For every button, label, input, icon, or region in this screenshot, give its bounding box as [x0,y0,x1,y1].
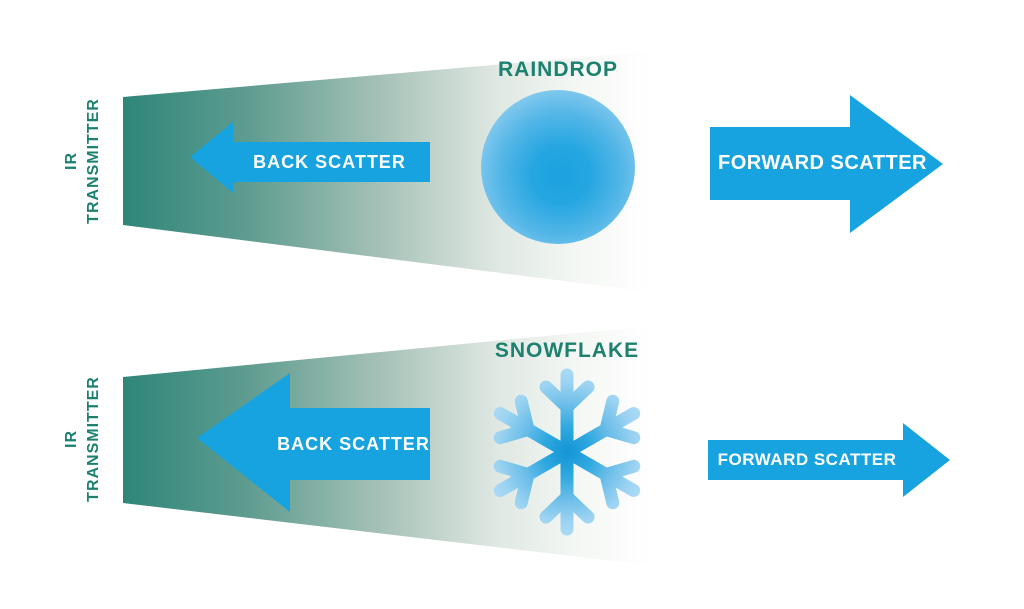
snowflake-icon [493,368,641,536]
forward-scatter-label: FORWARD SCATTER [717,450,897,469]
back-scatter-label: BACK SCATTER [277,434,430,454]
forward-scatter-arrow-raindrop: FORWARD SCATTER [710,95,943,233]
ir-transmitter-label: IR TRANSMITTER [61,86,107,236]
snowflake-title: SNOWFLAKE [494,339,640,362]
raindrop-title: RAINDROP [497,58,618,81]
ir-transmitter-label: IR TRANSMITTER [61,364,107,514]
ir-transmitter-line1: IR [63,430,80,448]
ir-transmitter-line1: IR [63,152,80,170]
forward-scatter-label: FORWARD SCATTER [718,152,927,174]
back-scatter-label: BACK SCATTER [253,152,406,172]
raindrop-icon [481,90,635,244]
ir-transmitter-line2: TRANSMITTER [85,98,102,224]
ir-transmitter-line2: TRANSMITTER [85,376,102,502]
forward-scatter-arrow-snowflake: FORWARD SCATTER [708,423,950,497]
